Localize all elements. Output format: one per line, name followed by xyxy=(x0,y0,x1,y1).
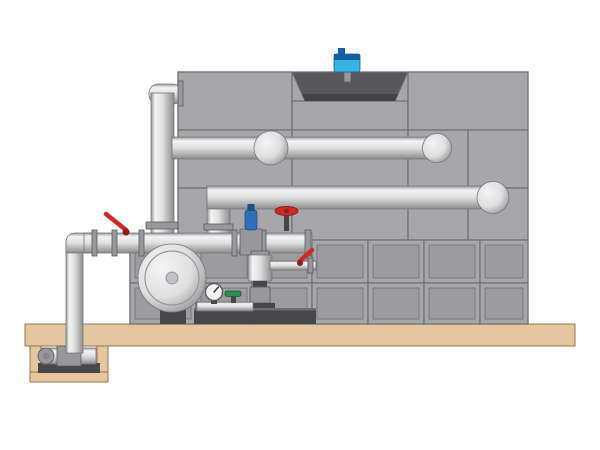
skid-base xyxy=(194,308,316,324)
header-flange xyxy=(138,229,145,257)
pump-body xyxy=(249,286,271,304)
return-pipe-end-cap xyxy=(476,181,510,214)
gauge-needle xyxy=(213,286,220,293)
tower-panel-inset xyxy=(428,244,476,279)
pump-motor xyxy=(247,254,273,282)
tower-panel-inset xyxy=(316,287,364,320)
tower-panel-inset xyxy=(484,287,524,320)
tower-panel xyxy=(467,129,529,189)
riser-top-flange xyxy=(177,80,184,107)
gate-valve-stem xyxy=(284,214,289,231)
supply-pipe-end-cap xyxy=(422,133,452,163)
gate-valve-hub xyxy=(284,208,289,214)
tower-panel-inset xyxy=(484,244,524,279)
butterfly-valve-pivot xyxy=(122,228,130,236)
vessel-foot xyxy=(160,308,186,324)
upper-return-pipe xyxy=(203,181,510,241)
header-pipe-run xyxy=(83,232,313,254)
pit-pump-baseplate xyxy=(38,363,100,373)
prv-bonnet xyxy=(244,209,258,231)
green-valve-stem xyxy=(231,296,236,303)
riser-pipe-run xyxy=(150,92,175,241)
tower-panel xyxy=(291,100,409,131)
discharge-header xyxy=(83,204,313,257)
drain-valve-lever xyxy=(297,247,315,264)
drain-flange xyxy=(307,257,314,274)
prv-cap xyxy=(247,204,255,211)
skid-base-edge xyxy=(194,308,316,311)
header-flange xyxy=(111,229,118,257)
drain-valve xyxy=(269,247,317,274)
tower-panel-inset xyxy=(372,287,420,320)
pressure-reducing-valve xyxy=(239,204,263,256)
pump-foot xyxy=(245,303,275,308)
return-pipe-flange xyxy=(203,223,234,231)
pressure-gauge xyxy=(204,282,224,304)
vessel-ring xyxy=(144,250,200,306)
butterfly-valve-lever xyxy=(103,211,129,233)
gauge-pipe xyxy=(196,301,254,312)
header-flange xyxy=(91,229,98,257)
vertical-pump xyxy=(245,250,275,308)
ball-fitting xyxy=(253,130,289,166)
butterfly-valve xyxy=(103,211,130,236)
tower-panel-inset xyxy=(316,244,364,279)
pump-skid xyxy=(194,247,317,324)
drain-pipe xyxy=(269,260,317,271)
fan-deck-recess-shadow xyxy=(302,94,398,101)
supply-pipe-run xyxy=(171,136,437,160)
sump-pump-hub xyxy=(42,352,50,360)
green-valve-handle xyxy=(224,290,242,297)
sensor-antenna xyxy=(338,48,345,55)
vessel-hub xyxy=(165,271,179,285)
green-ball-valve xyxy=(224,290,242,303)
filter-vessel xyxy=(137,243,207,324)
drain-valve-pivot xyxy=(297,260,303,266)
tower-panel xyxy=(177,71,293,131)
tower-panel xyxy=(407,71,529,131)
header-flange xyxy=(231,229,238,257)
pump-coupling xyxy=(253,281,267,287)
gate-valve-handwheel xyxy=(274,206,299,231)
tower-panel-inset xyxy=(428,287,476,320)
pit-floor xyxy=(29,371,109,383)
ground-platform xyxy=(24,323,576,347)
upper-supply-pipe xyxy=(171,130,452,166)
riser-bottom-flange xyxy=(145,221,179,230)
level-sensor xyxy=(333,48,361,83)
tower-panel-inset xyxy=(372,244,420,279)
sensor-lid xyxy=(334,54,360,60)
suction-pipe-run xyxy=(65,240,84,354)
